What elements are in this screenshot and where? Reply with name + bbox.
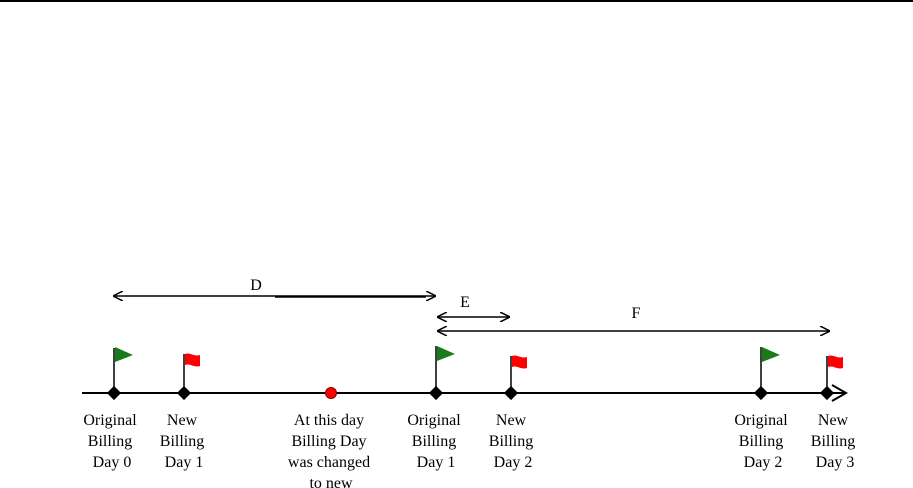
red-flag-icon: [512, 355, 527, 369]
label-new-billing-day-3: New Billing Day 3: [811, 412, 859, 471]
original-billing-day-0-marker: [106, 347, 133, 401]
label-original-billing-day-1: Original Billing Day 1: [407, 412, 464, 471]
span-e: E: [438, 294, 509, 317]
label-billing-day-change: At this day Billing Day was changed to n…: [288, 412, 374, 488]
green-flag-icon: [762, 347, 780, 362]
label-new-billing-day-2: New Billing Day 2: [489, 412, 537, 471]
new-billing-day-1-marker: [176, 353, 200, 401]
span-d-label: D: [250, 277, 262, 294]
label-original-billing-day-2: Original Billing Day 2: [734, 412, 791, 471]
span-f: F: [438, 305, 829, 331]
new-billing-day-3-marker: [819, 355, 843, 401]
original-billing-day-1-marker: [428, 346, 455, 401]
label-original-billing-day-0: Original Billing Day 0: [83, 412, 140, 471]
red-flag-icon: [185, 353, 200, 367]
span-e-label: E: [460, 294, 470, 311]
green-flag-icon: [115, 347, 133, 362]
span-f-label: F: [632, 305, 641, 322]
original-billing-day-2-marker: [753, 347, 780, 401]
span-d: D: [114, 277, 435, 297]
label-new-billing-day-1: New Billing Day 1: [160, 412, 208, 471]
top-border-line: [0, 0, 913, 2]
new-billing-day-2-marker: [503, 355, 527, 401]
red-flag-icon: [828, 355, 843, 369]
green-flag-icon: [437, 346, 455, 361]
timeline-arrowhead: [831, 384, 849, 402]
billing-day-change-marker: [325, 387, 337, 399]
